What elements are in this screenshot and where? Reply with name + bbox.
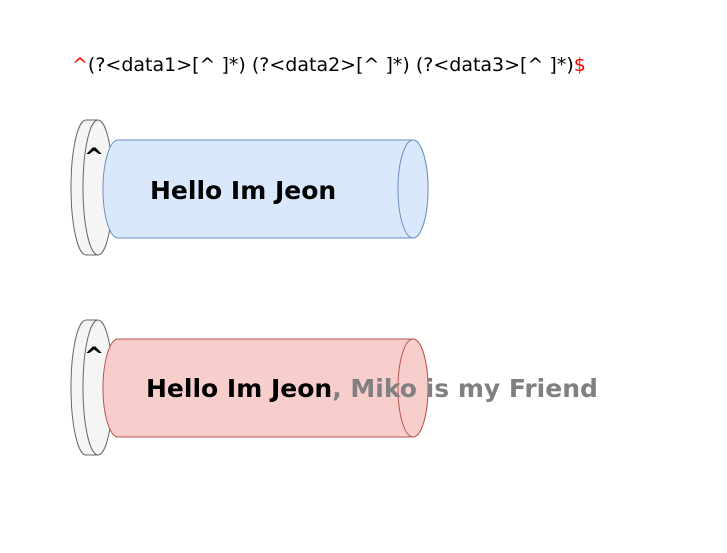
regex-body: (?<data1>[^ ]*) (?<data2>[^ ]*) (?<data3… bbox=[87, 54, 574, 76]
cylinder-1-end-cap bbox=[397, 139, 429, 239]
cylinder-2-matched-text: Hello Im Jeon bbox=[146, 374, 333, 403]
regex-end-anchor: $ bbox=[573, 54, 586, 76]
cylinder-2: ^ bbox=[70, 319, 429, 456]
cylinder-1-anchor: ^ bbox=[84, 143, 104, 171]
regex-start-anchor: ^ bbox=[72, 54, 88, 76]
cylinder-2-anchor: ^ bbox=[84, 342, 104, 370]
regex-pattern: ^(?<data1>[^ ]*) (?<data2>[^ ]*) (?<data… bbox=[72, 54, 586, 76]
cylinder-2-end-cap bbox=[397, 338, 429, 438]
cylinder-2-rest-text: , Miko is my Friend bbox=[332, 374, 598, 403]
cylinder-1-matched-text: Hello Im Jeon bbox=[150, 176, 337, 205]
cylinder-1: ^ bbox=[70, 119, 429, 256]
cylinder-1-label: Hello Im Jeon bbox=[150, 176, 336, 205]
cylinder-2-label: Hello Im Jeon, Miko is my Friend bbox=[146, 374, 598, 403]
